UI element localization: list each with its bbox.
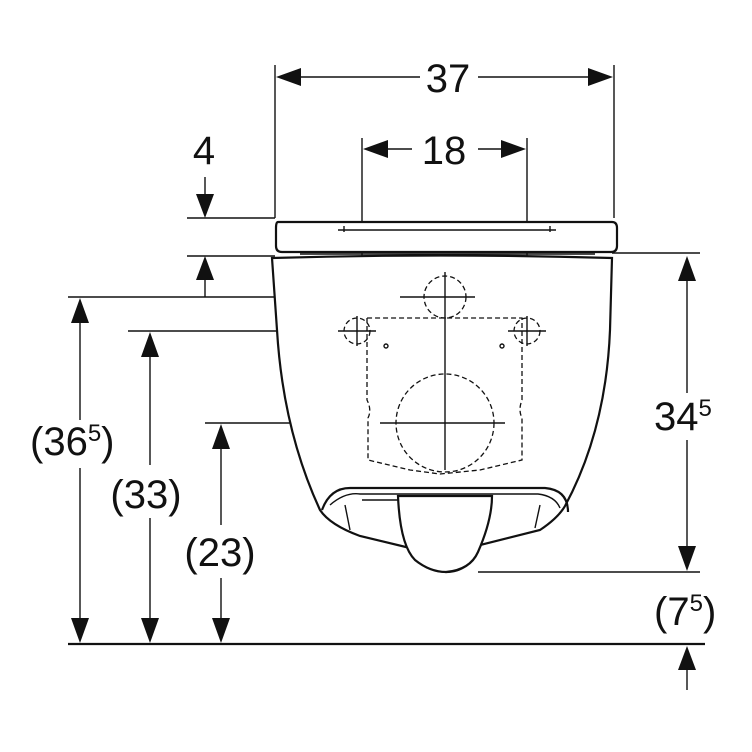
label-height-bowl: 345 bbox=[654, 395, 712, 439]
center-lines bbox=[338, 272, 546, 470]
label-height-total: (365) bbox=[30, 420, 115, 464]
dimension-height-bowl: 345 bbox=[654, 256, 712, 571]
dimension-seat-thickness: 4 bbox=[193, 129, 215, 297]
dimension-height-drain: (23) bbox=[184, 424, 256, 643]
label-width-total: 37 bbox=[426, 57, 471, 101]
toilet-seat bbox=[274, 220, 619, 255]
label-height-drain: (23) bbox=[184, 531, 255, 575]
dimension-floor-gap: (75) bbox=[654, 590, 716, 690]
toilet-bowl bbox=[270, 254, 614, 574]
label-seat-thickness: 4 bbox=[193, 129, 215, 173]
dimension-height-total: (365) bbox=[30, 298, 115, 643]
dimension-height-upper-mount: (33) bbox=[110, 332, 182, 643]
label-height-upper-mount: (33) bbox=[110, 473, 181, 517]
label-floor-gap: (75) bbox=[654, 590, 716, 634]
dimension-mount-spacing: 18 bbox=[363, 129, 526, 173]
dimension-width-total: 37 bbox=[276, 57, 613, 101]
label-mount-spacing: 18 bbox=[422, 129, 467, 173]
